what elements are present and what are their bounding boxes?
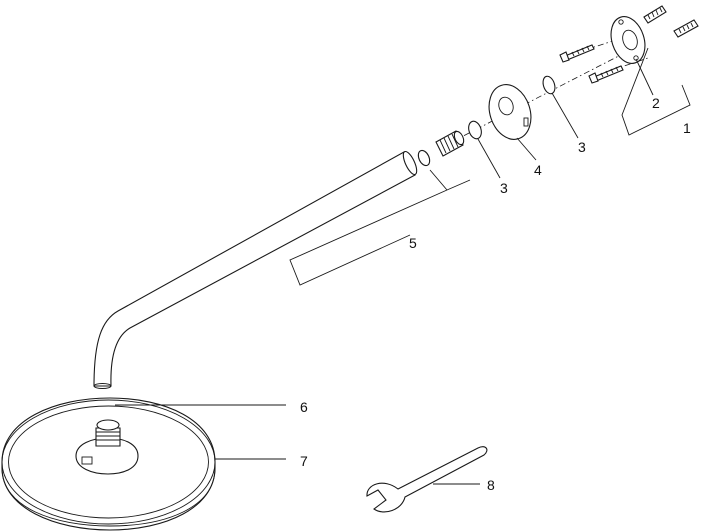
screw-top	[559, 44, 595, 63]
label-part-2: 2	[652, 95, 660, 111]
threaded-nipple	[435, 130, 465, 157]
wall-bracket	[610, 16, 646, 64]
label-part-1: 1	[683, 120, 691, 136]
part-labels: 1 2 3 4 3 5 6 7 8	[300, 95, 691, 493]
leader-1	[621, 47, 691, 136]
label-part-5: 5	[409, 235, 417, 251]
label-part-8: 8	[487, 477, 495, 493]
shower-arm-end	[402, 150, 418, 176]
rosette	[488, 84, 532, 140]
wall-plugs-and-screws	[559, 5, 699, 84]
leader-lines	[115, 47, 691, 485]
shower-head-connector	[75, 419, 139, 475]
leader-5	[289, 169, 471, 286]
seal-ring-left	[468, 120, 482, 140]
label-part-4: 4	[534, 162, 542, 178]
leader-4	[516, 137, 537, 161]
label-part-7: 7	[300, 453, 308, 469]
label-part-6: 6	[300, 399, 308, 415]
screw-bottom	[588, 65, 624, 84]
overhead-shower-head	[1, 397, 216, 531]
leader-3-left	[477, 138, 501, 179]
nipple-seal-ring	[417, 149, 431, 167]
leader-2	[635, 58, 654, 96]
wall-plug-right	[673, 19, 699, 38]
shower-arm-assembly	[93, 130, 465, 389]
seal-ring-right	[542, 75, 556, 95]
label-part-3-left: 3	[500, 180, 508, 196]
shower-arm-pipe	[93, 151, 416, 387]
spanner-wrench	[366, 446, 488, 513]
shower-arm-bottom-end	[93, 383, 112, 389]
label-part-3-right: 3	[578, 139, 586, 155]
leader-3-right	[551, 92, 579, 139]
screw-centerline-bottom	[611, 57, 649, 71]
wall-plug-top	[643, 5, 667, 24]
